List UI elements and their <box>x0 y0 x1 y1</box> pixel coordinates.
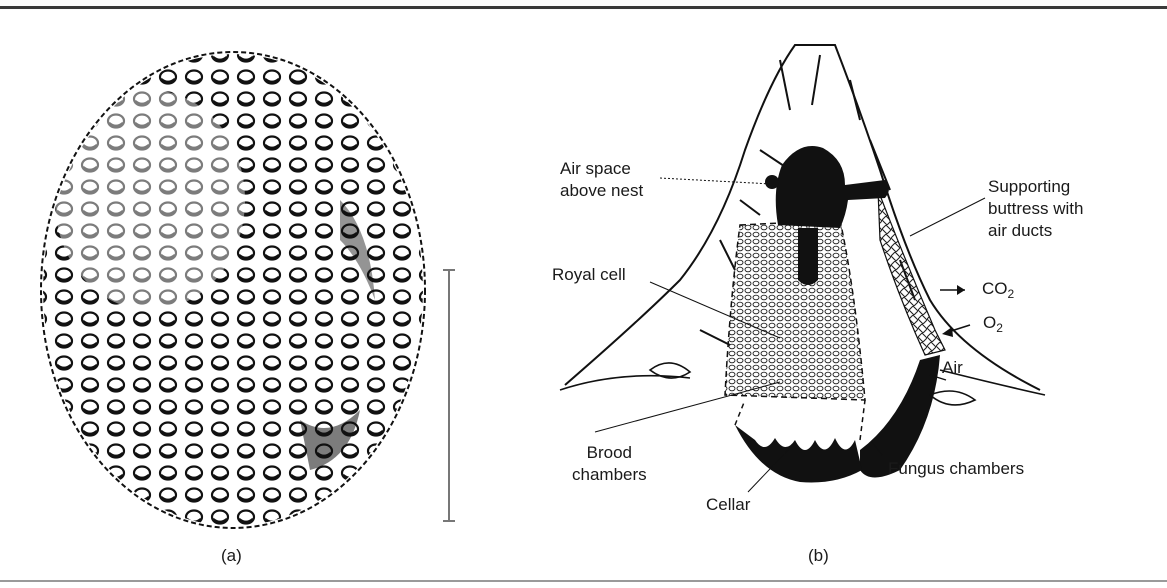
label-buttress: Supporting buttress with air ducts <box>988 176 1083 242</box>
cellar-walls <box>735 400 865 440</box>
co2-arrowhead <box>957 285 965 295</box>
air-space-dome <box>776 146 889 228</box>
label-buttress-line1: Supporting <box>988 176 1083 198</box>
label-buttress-line2: buttress with <box>988 198 1083 220</box>
label-brood-chambers: Brood chambers <box>572 442 647 486</box>
label-o2: O2 <box>983 312 1003 334</box>
scale-bar <box>443 270 455 521</box>
label-co2: CO2 <box>982 278 1014 300</box>
caption-a: (a) <box>221 546 242 566</box>
o2-arrowhead <box>942 327 953 337</box>
air-space-knob <box>765 175 779 189</box>
central-air-shaft <box>798 228 818 285</box>
label-air-space: Air space above nest <box>560 158 643 202</box>
label-air: Air <box>942 357 963 379</box>
label-fungus-chambers: Fungus chambers <box>888 458 1024 480</box>
egg-highlight <box>55 90 245 310</box>
label-buttress-line3: air ducts <box>988 220 1083 242</box>
termite-mound-illustration <box>560 45 1045 492</box>
label-o2-main: O <box>983 313 996 332</box>
label-royal-cell: Royal cell <box>552 264 626 286</box>
supporting-buttress <box>878 190 945 355</box>
leader-brood <box>595 382 780 432</box>
label-air-space-line2: above nest <box>560 180 643 202</box>
nest-core <box>725 220 865 400</box>
label-cellar: Cellar <box>706 494 750 516</box>
cellar-floor <box>735 425 862 483</box>
label-co2-main: CO <box>982 279 1008 298</box>
label-air-space-line1: Air space <box>560 158 643 180</box>
egg-illustration <box>41 52 425 528</box>
leader-buttress <box>910 198 985 236</box>
label-brood-line1: Brood <box>572 442 647 464</box>
leader-air-space <box>660 178 772 184</box>
caption-b: (b) <box>808 546 829 566</box>
label-co2-sub: 2 <box>1008 287 1015 301</box>
label-o2-sub: 2 <box>996 321 1003 335</box>
label-brood-line2: chambers <box>572 464 647 486</box>
